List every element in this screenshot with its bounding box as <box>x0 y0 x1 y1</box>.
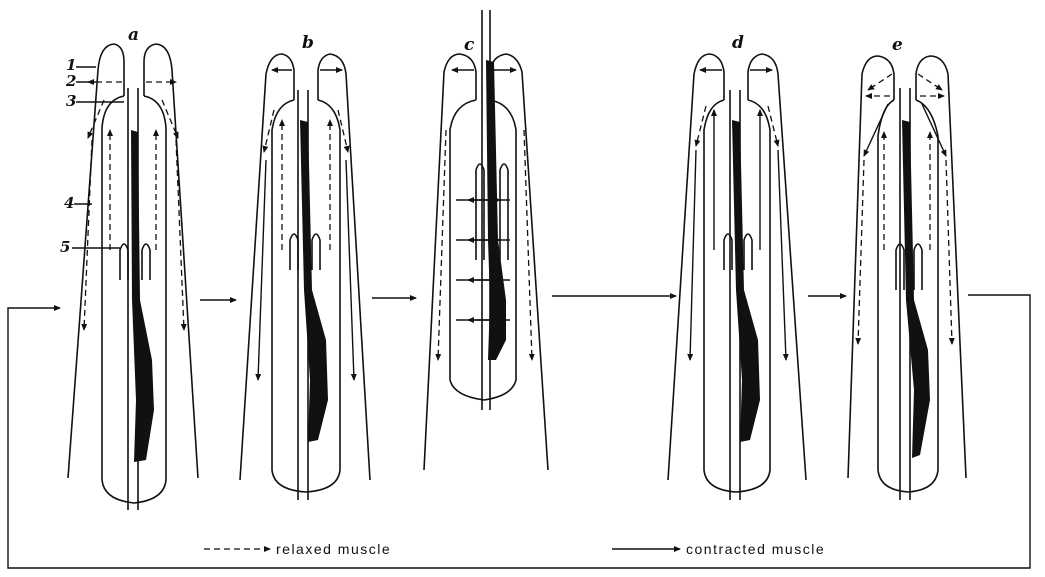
transition-arrows <box>200 296 846 300</box>
panel-a: a <box>68 25 198 510</box>
panel-label-c: c <box>464 35 475 55</box>
panel-label-d: d <box>732 33 744 53</box>
legend: relaxed muscle contracted muscle <box>204 541 825 557</box>
panel-d: d <box>668 33 806 500</box>
part-label-3: 3 <box>66 92 76 110</box>
panel-e: e <box>848 35 966 500</box>
panel-c: c <box>424 10 548 470</box>
panel-label-b: b <box>302 33 314 53</box>
cycle-loop <box>8 295 1030 568</box>
part-label-2: 2 <box>65 72 76 90</box>
panel-label-a: a <box>128 25 139 45</box>
legend-contracted-label: contracted muscle <box>686 541 825 557</box>
part-label-5: 5 <box>60 238 70 256</box>
panel-label-e: e <box>892 35 903 55</box>
part-label-4: 4 <box>64 194 74 212</box>
legend-relaxed-label: relaxed muscle <box>276 541 391 557</box>
panel-b: b <box>240 33 370 500</box>
